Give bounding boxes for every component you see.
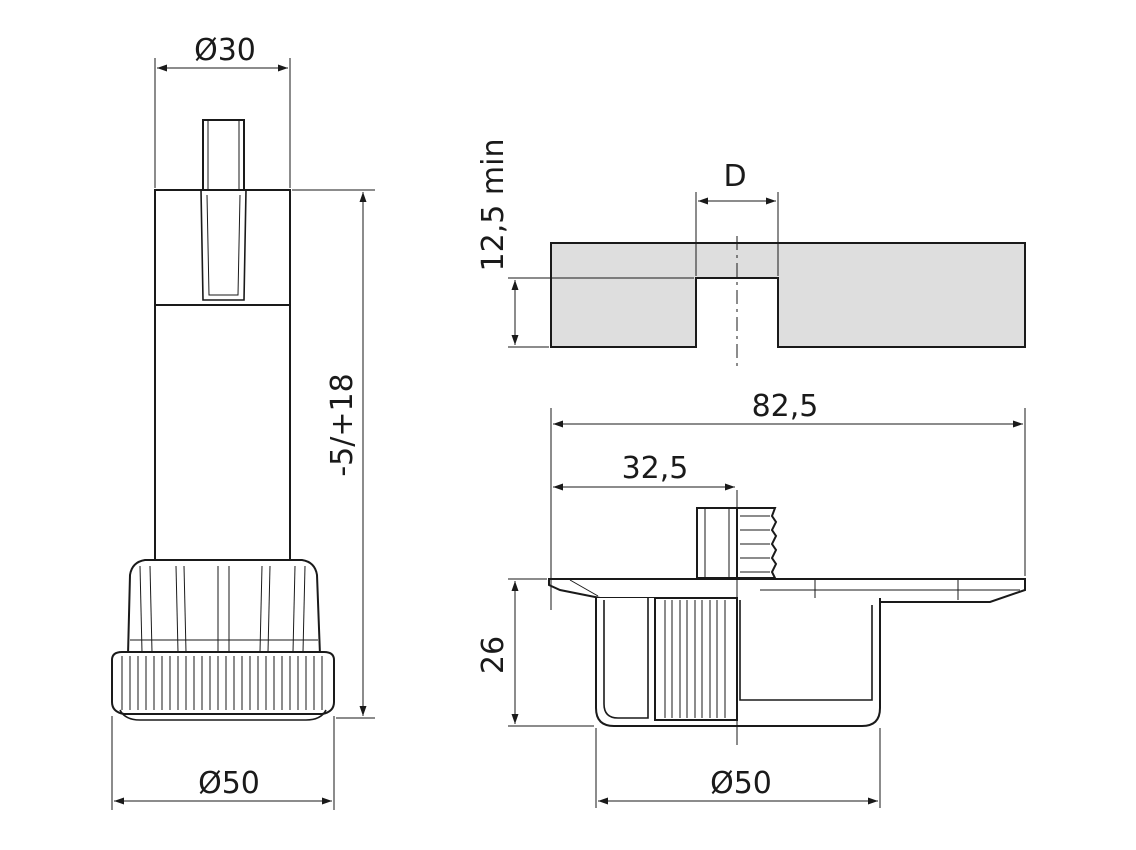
top-pin <box>202 119 245 191</box>
dim-center-offset: 32,5 <box>622 451 689 486</box>
dim-min-depth: 12,5 min <box>476 139 511 272</box>
threaded-stud <box>696 507 738 579</box>
block-with-slot <box>550 242 1026 348</box>
main-column <box>154 304 291 561</box>
upper-cylinder <box>154 189 291 306</box>
knurled-base <box>111 651 335 715</box>
cutout-block-view: D 12,5 min <box>476 139 1026 370</box>
side-section-view: 82,5 32,5 26 Ø50 <box>476 389 1026 808</box>
dim-height: 26 <box>476 636 511 674</box>
dim-side-base-diameter: Ø50 <box>710 766 772 801</box>
internal-ribs <box>654 597 738 721</box>
leveling-foot-view: Ø30 -5/+18 Ø50 <box>111 33 375 810</box>
dim-total-length: 82,5 <box>752 389 819 424</box>
dim-height-range: -5/+18 <box>325 373 360 476</box>
dim-slot-width: D <box>723 159 746 194</box>
ribbed-collar <box>126 559 322 656</box>
dim-base-diameter: Ø50 <box>198 766 260 801</box>
dim-top-diameter: Ø30 <box>194 33 256 68</box>
